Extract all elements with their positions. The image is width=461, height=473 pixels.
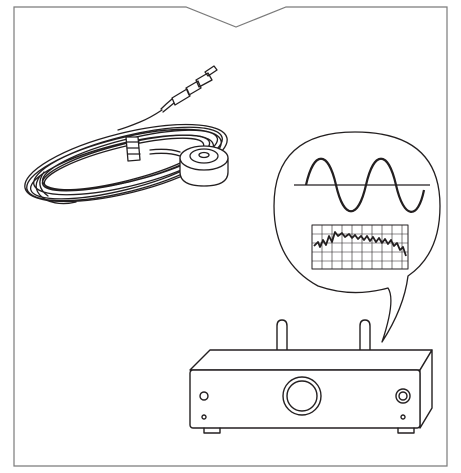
mic-plug [161,66,217,112]
mic-head [180,146,228,186]
receiver-top [190,350,432,370]
receiver-front [190,370,420,428]
network-receiver-icon [190,320,432,433]
measurement-microphone-icon [18,66,234,217]
speech-bubble-icon [274,132,440,342]
foot-right [398,428,414,433]
antennas [277,320,370,350]
foot-left [204,428,220,433]
mic-cable-tie [126,137,140,161]
